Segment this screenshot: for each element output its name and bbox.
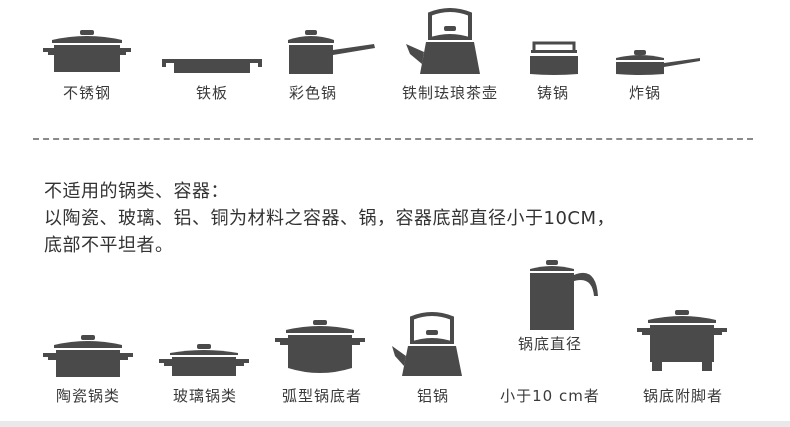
unsuitable-label-narrow-1: 锅底直径 <box>517 335 582 353</box>
unsuitable-label-ceramic: 陶瓷锅类 <box>55 387 120 405</box>
section-divider <box>33 138 753 140</box>
stockpot-icon <box>43 30 131 72</box>
ceramic-pot-icon <box>43 335 133 377</box>
griddle-icon <box>162 59 262 73</box>
unsuitable-label-footed: 锅底附脚者 <box>642 387 723 405</box>
saucepan-icon <box>288 30 375 74</box>
suitable-label-saucepan: 彩色锅 <box>288 84 337 102</box>
notes-line-2: 以陶瓷、玻璃、铝、铜为材料之容器、锅，容器底部直径小于10CM， <box>44 208 615 229</box>
cast-pot-icon <box>530 41 578 75</box>
suitable-label-griddle: 铁板 <box>195 84 228 102</box>
frying-pan-icon <box>616 50 700 75</box>
curved-pot-icon <box>275 320 365 373</box>
aluminum-kettle-icon <box>392 312 462 376</box>
unsuitable-label-narrow-2: 小于10 cm者 <box>500 387 600 405</box>
narrow-pot-icon <box>530 260 598 330</box>
suitable-label-stockpot: 不锈钢 <box>62 84 111 102</box>
unsuitable-label-curved: 弧型锅底者 <box>281 387 362 405</box>
glass-pot-icon <box>159 344 249 376</box>
notes-line-1: 不适用的锅类、容器： <box>44 181 229 202</box>
suitable-label-cast-pot: 铸锅 <box>536 84 569 102</box>
kettle-icon <box>406 8 480 74</box>
footed-pot-icon <box>637 310 727 371</box>
unsuitable-label-aluminum: 铝锅 <box>416 387 449 405</box>
notes-line-3: 底部不平坦者。 <box>44 235 174 256</box>
bottom-border <box>0 421 790 427</box>
unsuitable-notes: 不适用的锅类、容器： 以陶瓷、玻璃、铝、铜为材料之容器、锅，容器底部直径小于10… <box>44 178 615 259</box>
suitable-label-frying-pan: 炸锅 <box>628 84 661 102</box>
unsuitable-label-glass: 玻璃锅类 <box>172 387 237 405</box>
suitable-label-kettle: 铁制珐琅茶壶 <box>401 84 498 102</box>
